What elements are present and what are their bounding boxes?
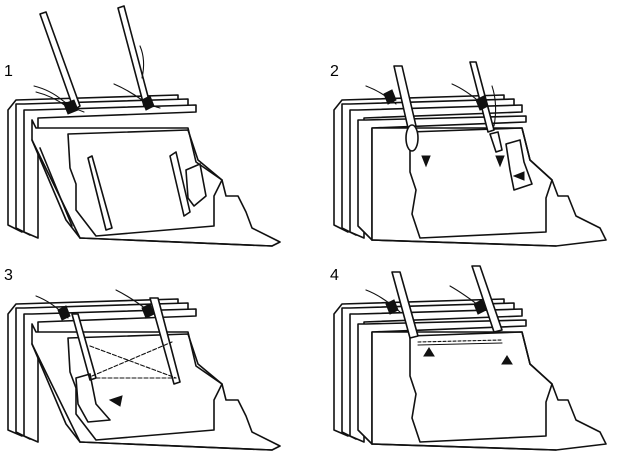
probe-1: [393, 65, 419, 152]
probe-1: [39, 11, 113, 231]
suture-line: [417, 339, 503, 346]
clamp-right: [113, 45, 161, 111]
panel-2: 2: [330, 61, 607, 247]
clamp-left: [365, 289, 401, 315]
suture-cross: [89, 341, 177, 379]
arrow-marker: [108, 395, 123, 407]
clamp-left: [365, 85, 397, 105]
step-label-4: 4: [330, 267, 339, 284]
panel-3: 3: [4, 267, 281, 451]
fragment: [185, 163, 207, 207]
fragment: [505, 139, 533, 191]
arrow-marker: [423, 347, 435, 357]
step-label-3: 3: [4, 267, 13, 284]
probe-1: [391, 271, 419, 339]
clamp-right: [115, 289, 155, 319]
arrow-marker: [495, 155, 505, 168]
probe-2: [471, 265, 503, 333]
clamp-right: [451, 83, 497, 127]
block-stack: [7, 94, 281, 247]
block-stack: [333, 94, 607, 247]
clamp-left: [35, 295, 71, 321]
panel-1: 1: [4, 5, 281, 247]
block-stack: [333, 298, 607, 451]
arrow-marker: [421, 155, 431, 168]
clamp-left: [33, 85, 85, 115]
block-stack: [7, 298, 281, 451]
probe-2: [149, 297, 181, 385]
clamp-right: [449, 285, 487, 315]
arrow-marker: [512, 171, 525, 181]
step-label-2: 2: [330, 63, 339, 80]
fragment: [75, 373, 111, 423]
arrow-marker: [501, 355, 513, 365]
step-label-1: 1: [4, 63, 13, 80]
panel-4: 4: [330, 265, 607, 451]
